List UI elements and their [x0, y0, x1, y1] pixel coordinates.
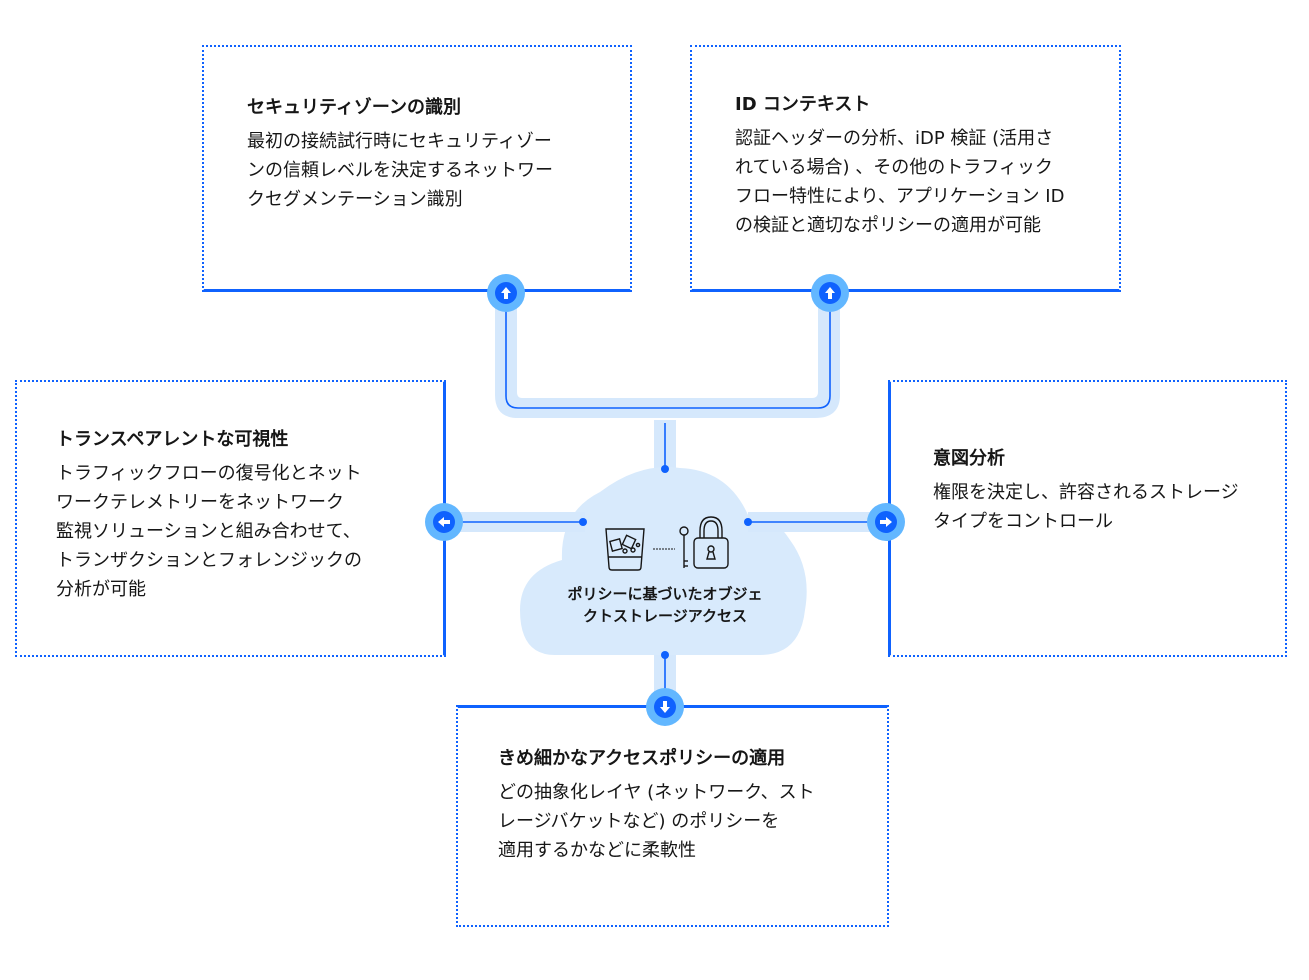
box-transparent-visibility: トランスペアレントな可視性 トラフィックフローの復号化とネット ワークテレメトリ…: [15, 380, 446, 657]
storage-bucket-icon: [605, 528, 645, 571]
box-id-context: ID コンテキスト 認証ヘッダーの分析、iDP 検証 (活用さ れている場合) …: [690, 45, 1121, 292]
hub-dot-bottom: [661, 651, 669, 659]
box-title: トランスペアレントな可視性: [56, 429, 289, 450]
box-description: 最初の接続試行時にセキュリティゾー ンの信頼レベルを決定するネットワー クセグメ…: [247, 131, 553, 210]
box-security-zone: セキュリティゾーンの識別 最初の接続試行時にセキュリティゾー ンの信頼レベルを決…: [202, 45, 632, 292]
cloud-shape: [520, 467, 807, 655]
top-connector-line: [505, 300, 831, 409]
key-icon: [679, 526, 689, 568]
box-title: セキュリティゾーンの識別: [247, 97, 462, 118]
box-title: ID コンテキスト: [735, 94, 871, 115]
box-description: 権限を決定し、許容されるストレージ タイプをコントロール: [933, 482, 1239, 532]
box-description: どの抽象化レイヤ (ネットワーク、スト レージバケットなど) のポリシーを 適用…: [498, 782, 815, 861]
box-title: きめ細かなアクセスポリシーの適用: [498, 748, 786, 769]
top-connector-band: [495, 300, 840, 418]
box-fine-grained-policy: きめ細かなアクセスポリシーの適用 どの抽象化レイヤ (ネットワーク、スト レージ…: [456, 705, 889, 927]
hub-dot-top: [661, 465, 669, 473]
hub-dot-left: [579, 518, 587, 526]
box-title: 意図分析: [933, 448, 1005, 469]
padlock-icon: [693, 516, 729, 569]
box-intent-analysis: 意図分析 権限を決定し、許容されるストレージ タイプをコントロール: [888, 380, 1287, 657]
center-label: ポリシーに基づいたオブジェ クトストレージアクセス: [567, 585, 763, 625]
box-description: トラフィックフローの復号化とネット ワークテレメトリーをネットワーク 監視ソリュ…: [56, 463, 362, 600]
box-description: 認証ヘッダーの分析、iDP 検証 (活用さ れている場合) 、その他のトラフィッ…: [735, 128, 1065, 236]
hub-dot-right: [744, 518, 752, 526]
